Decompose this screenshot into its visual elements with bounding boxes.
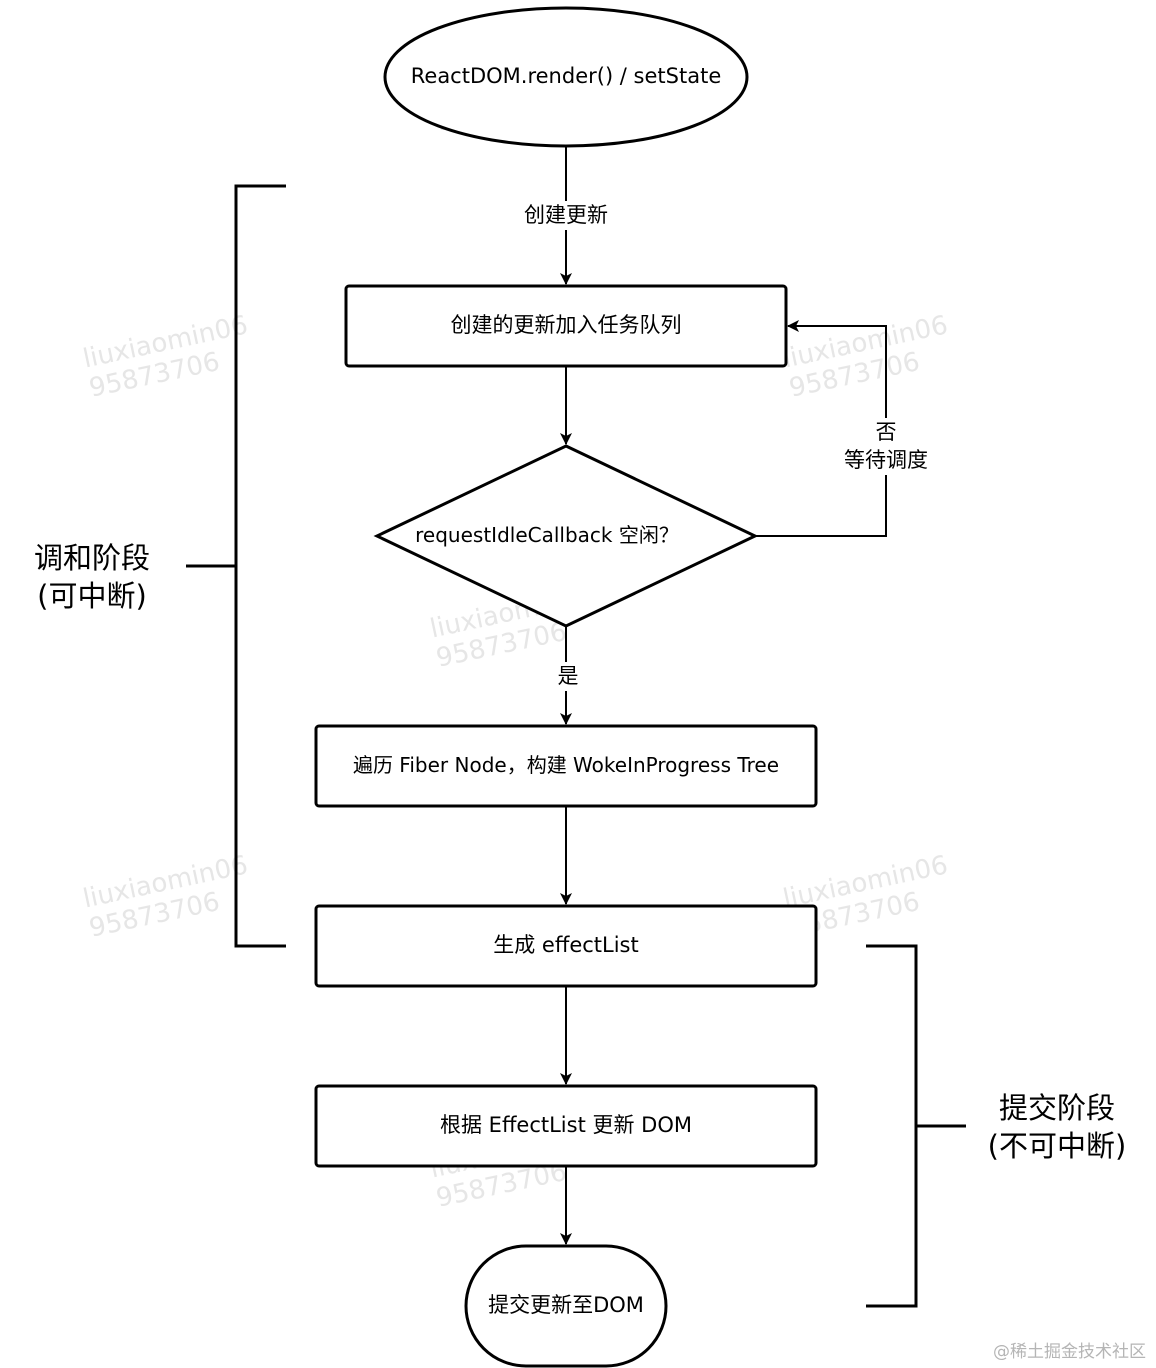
reconcile-phase-bracket [186, 184, 286, 948]
end-node-label: 提交更新至DOM [488, 1293, 644, 1317]
enqueue-node-label: 创建的更新加入任务队列 [450, 313, 682, 337]
edge-label-yes: 是 [550, 662, 586, 692]
end-node-shape [464, 1244, 668, 1368]
update-dom-node-label: 根据 EffectList 更新 DOM [440, 1113, 692, 1137]
commit-phase-note: (不可中断) [987, 1128, 1127, 1163]
reconcile-phase-label: 调和阶段 (可中断) [12, 540, 172, 615]
start-node-label: ReactDOM.render() / setState [410, 64, 722, 88]
traverse-node-label: 遍历 Fiber Node，构建 WokeInProgress Tree [352, 753, 780, 777]
source-watermark: @稀土掘金技术社区 [993, 1342, 1146, 1362]
commit-phase-title: 提交阶段 [998, 1091, 1115, 1125]
edge-label-create-update: 创建更新 [506, 201, 626, 231]
reconcile-phase-title: 调和阶段 [33, 541, 150, 575]
commit-phase-label: 提交阶段 (不可中断) [972, 1090, 1142, 1165]
decision-node-label: requestIdleCallback 空闲？ [415, 523, 679, 547]
edge-label-no: 否 [868, 418, 904, 448]
effect-list-node-label: 生成 effectList [493, 933, 639, 957]
reconcile-phase-note: (可中断) [37, 578, 147, 613]
edge-label-wait: 等待调度 [832, 446, 940, 476]
commit-phase-bracket [866, 944, 966, 1308]
